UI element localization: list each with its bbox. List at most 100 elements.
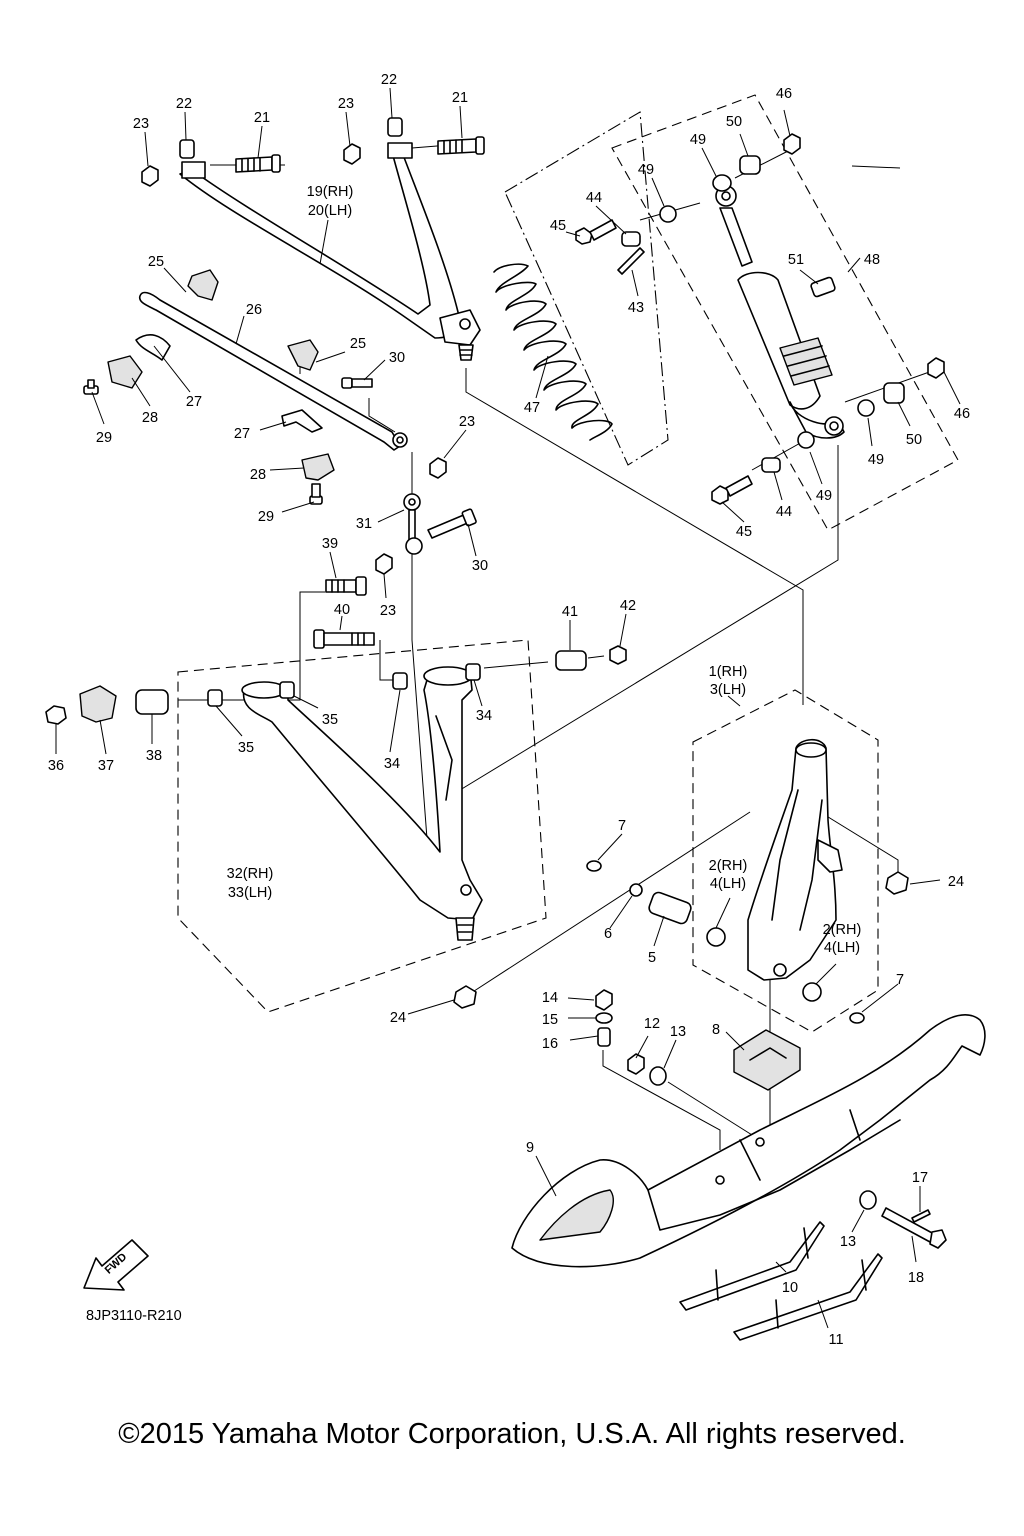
shock-group-outline (611, 94, 959, 531)
bushing-35-a (207, 689, 223, 707)
callout: 3(LH) (710, 682, 746, 698)
callout: 30 (389, 350, 405, 366)
callout: 26 (246, 302, 262, 318)
collar-16 (597, 1027, 611, 1047)
callout: 29 (96, 430, 112, 446)
nut-14 (595, 989, 613, 1011)
washer-49-d (797, 431, 815, 449)
nut-24-b (453, 985, 477, 1009)
callout: 35 (238, 740, 254, 756)
callout: 17 (912, 1170, 928, 1186)
spring-group-outline (504, 111, 669, 466)
callout: 20(LH) (308, 203, 352, 219)
nut-12 (627, 1053, 645, 1075)
callout: 25 (148, 254, 164, 270)
callout: 30 (472, 558, 488, 574)
callout: 2(RH) (823, 922, 862, 938)
callout: 51 (788, 252, 804, 268)
bolt-30-a (341, 377, 373, 389)
callout: 24 (390, 1010, 406, 1026)
callout: 43 (628, 300, 644, 316)
collar-5 (648, 891, 692, 925)
callout: 16 (542, 1036, 558, 1052)
callout: 40 (334, 602, 350, 618)
nut-46-a (783, 133, 801, 155)
callout: 23 (380, 603, 396, 619)
spindle-group-outline (692, 689, 879, 1033)
bracket-27-b (281, 409, 323, 433)
bolt-40 (313, 629, 375, 649)
clip-25-a (187, 269, 219, 301)
plate-37 (79, 685, 117, 723)
bolt-30-b (427, 508, 477, 539)
callout: 36 (48, 758, 64, 774)
callout: 49 (690, 132, 706, 148)
fwd-arrow-icon: FWD (83, 1239, 149, 1291)
ski (511, 1014, 986, 1268)
bushing-34-b (465, 663, 481, 681)
callout: 22 (381, 72, 397, 88)
nut-46-b (927, 357, 945, 379)
callout: 31 (356, 516, 372, 532)
callout: 25 (350, 336, 366, 352)
callout: 49 (816, 488, 832, 504)
bolt-29-b (309, 483, 323, 505)
cotter-pin-17 (911, 1209, 931, 1223)
coil-spring (493, 263, 613, 441)
washer-7-a (586, 860, 602, 872)
bracket-28-b (301, 453, 335, 481)
bushing-13-b (859, 1190, 877, 1210)
bolt-39 (325, 576, 367, 596)
callout: 4(LH) (824, 940, 860, 956)
bolt-21-right (437, 136, 485, 155)
callout: 27 (234, 426, 250, 442)
leader-lines (55, 87, 961, 1329)
callout: 7 (896, 972, 904, 988)
washer-49-b (659, 205, 677, 223)
callout: 6 (604, 926, 612, 942)
bushing-2-4-lower (802, 982, 822, 1002)
callout: 11 (828, 1332, 843, 1348)
nut-23-b (343, 143, 361, 165)
bushing-2-4-upper (706, 927, 726, 947)
bolt-18 (881, 1207, 947, 1249)
callout: 47 (524, 400, 540, 416)
nut-36 (45, 705, 67, 725)
callout: 19(RH) (307, 184, 354, 200)
callout: 22 (176, 96, 192, 112)
runner-11 (733, 1253, 883, 1341)
callout: 24 (948, 874, 964, 890)
washer-6 (629, 883, 643, 897)
callouts: 1(RH) 3(LH) 2(RH) 4(LH) 2(RH) 4(LH) 5 6 … (48, 72, 970, 1348)
nut-42 (609, 645, 627, 665)
callout: 5 (648, 950, 656, 966)
callout: 21 (452, 90, 468, 106)
callout: 9 (526, 1140, 534, 1156)
callout: 37 (98, 758, 114, 774)
callout: 12 (644, 1016, 660, 1032)
callout: 34 (384, 756, 400, 772)
bolt-29-a (83, 379, 99, 395)
damper-8 (733, 1029, 801, 1091)
washer-7-b (849, 1012, 865, 1024)
callout: 27 (186, 394, 202, 410)
shock-absorber (715, 185, 845, 439)
callout: 41 (562, 604, 578, 620)
bushing-35-b (279, 681, 295, 699)
stabilizer-bar (138, 291, 408, 451)
callout: 8 (712, 1022, 720, 1038)
callout: 4(LH) (710, 876, 746, 892)
callout: 48 (864, 252, 880, 268)
callout: 13 (840, 1234, 856, 1250)
washer-49-a (712, 174, 732, 192)
upper-a-arm (179, 142, 481, 361)
bolt-21-left (235, 154, 281, 173)
callout: 50 (726, 114, 742, 130)
callout: 10 (782, 1280, 798, 1296)
callout: 45 (736, 524, 752, 540)
bolt-45-b (711, 475, 753, 505)
bushing-13-a (649, 1066, 667, 1086)
bushing-22-left (179, 139, 195, 159)
collar-44-a (621, 231, 641, 247)
